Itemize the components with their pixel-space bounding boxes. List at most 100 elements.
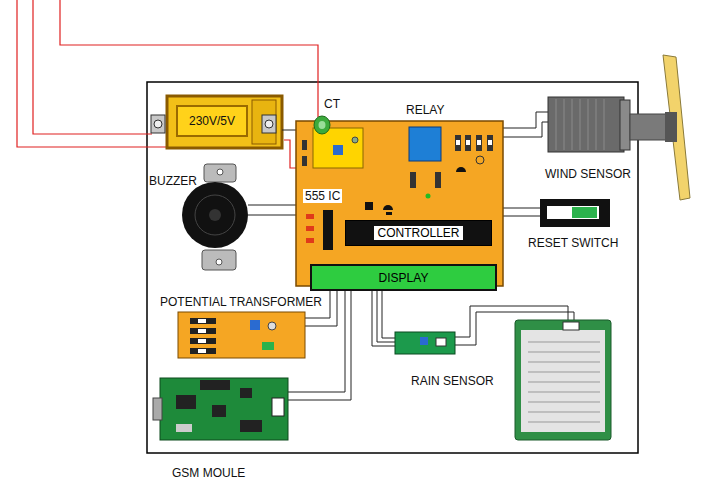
part-label: BUZZER — [149, 174, 197, 188]
controller-board-part — [465, 135, 471, 151]
signal-wire-part — [248, 215, 296, 216]
gsm-module — [153, 378, 288, 440]
rain-sensor-part — [395, 332, 455, 354]
controller-board-part — [477, 140, 481, 145]
controller-board-part — [386, 212, 392, 215]
transformer-part — [252, 100, 276, 144]
controller-board-part — [426, 194, 431, 199]
node-text: CONTROLLER — [374, 226, 462, 240]
signal-wire-part — [503, 208, 540, 209]
controller-board-part — [306, 214, 314, 219]
wind-sensor-part — [572, 99, 573, 150]
controller-board-part — [456, 167, 466, 172]
current-transformer-part — [319, 121, 326, 129]
rain-sensor-part — [563, 322, 579, 330]
gsm-module-part — [176, 395, 196, 409]
gsm-module-part — [240, 420, 262, 432]
buzzer-part — [202, 250, 236, 270]
signal-wire-part — [382, 291, 395, 338]
controller-board-part — [302, 156, 307, 166]
controller-board-part — [365, 202, 373, 210]
rain-sensor-part — [528, 392, 600, 393]
node-text: 230V/5V — [189, 114, 235, 128]
part-label: CT — [324, 97, 340, 111]
rain-sensor-part — [528, 412, 600, 413]
gsm-module-part — [200, 380, 230, 390]
buzzer-part — [182, 182, 248, 248]
rain-sensor-part — [528, 342, 600, 343]
potential-transformer-part — [250, 320, 260, 330]
rain-sensor-part — [521, 330, 605, 432]
potential-transformer-part — [190, 348, 216, 354]
buzzer-part — [209, 209, 221, 221]
gsm-module-part — [153, 398, 162, 420]
gsm-module-part — [176, 424, 192, 432]
controller-board-part — [456, 140, 460, 145]
part-label: POTENTIAL TRANSFORMER — [160, 295, 322, 309]
potential-transformer-part — [262, 342, 274, 350]
wind-sensor-part — [580, 99, 581, 150]
controller-board-part — [455, 135, 461, 151]
signal-wire-part — [372, 291, 395, 346]
transformer — [151, 96, 282, 148]
wind-sensor-part — [665, 112, 677, 142]
signal-wire-part — [282, 130, 296, 131]
rain-sensor-part — [528, 352, 600, 353]
mains-wire-part — [17, 0, 168, 147]
controller-board-part — [409, 127, 441, 161]
potential-transformer-part — [198, 319, 206, 323]
wind-sensor-part — [548, 97, 624, 152]
signal-wire-part — [503, 216, 540, 217]
potential-transformer-part — [268, 322, 276, 330]
part-label: RAIN SENSOR — [411, 374, 494, 388]
transformer-part — [167, 96, 282, 148]
gsm-module-part — [240, 388, 252, 398]
rain-sensor-part — [436, 338, 446, 346]
wind-sensor-part — [564, 99, 565, 150]
potential-transformer-part — [198, 339, 206, 343]
controller-strip: CONTROLLER — [345, 220, 492, 246]
buzzer-part — [217, 169, 223, 175]
signal-wire-part — [248, 205, 296, 206]
signal-wire-part — [503, 122, 550, 137]
potential-transformer-part — [198, 349, 206, 353]
part-label: RESET SWITCH — [528, 236, 618, 250]
rain-sensor-part — [528, 382, 600, 383]
wind-sensor-part — [596, 99, 597, 150]
gsm-module-part — [160, 378, 288, 440]
node-text: DISPLAY — [379, 271, 429, 285]
buzzer-part — [216, 259, 222, 265]
controller-board-part — [410, 172, 416, 188]
reset-switch-part — [540, 199, 610, 227]
controller-board-part — [306, 226, 314, 231]
rain-sensor-part — [515, 320, 611, 440]
controller-board-part — [323, 210, 333, 250]
rain-sensor-part — [528, 402, 600, 403]
wind-sensor-part — [588, 99, 589, 150]
rain-sensor-part — [528, 362, 600, 363]
transformer-box: 230V/5V — [176, 105, 248, 137]
part-label: 555 IC — [303, 189, 342, 203]
potential-transformer-part — [190, 328, 216, 334]
controller-board-part — [435, 172, 441, 188]
part-label: GSM MOULE — [172, 466, 245, 480]
housing-part — [147, 82, 638, 453]
part-label: RELAY — [406, 103, 444, 117]
transformer-part — [154, 120, 162, 128]
potential-transformer — [178, 312, 305, 358]
controller-board-part — [296, 121, 503, 286]
transformer-part — [265, 120, 273, 128]
controller-board-part — [487, 135, 493, 151]
controller-board — [296, 121, 503, 286]
signal-wire-part — [377, 291, 395, 342]
wind-sensor-part — [556, 99, 557, 150]
part-label: WIND SENSOR — [545, 167, 631, 181]
reset-switch — [540, 199, 610, 227]
current-transformer — [313, 116, 363, 168]
wind-sensor-part — [663, 55, 690, 200]
gsm-module-part — [212, 405, 226, 417]
reset-switch-part — [572, 207, 597, 218]
potential-transformer-part — [190, 318, 216, 324]
transformer-part — [262, 115, 276, 133]
